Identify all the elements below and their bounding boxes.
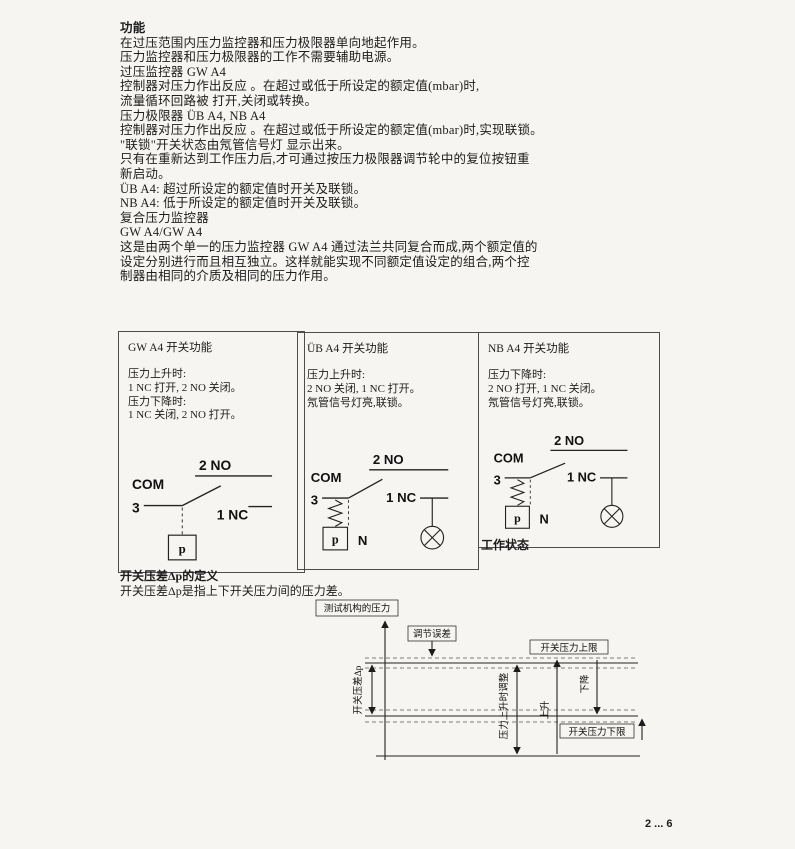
box-title: GW A4 开关功能 (128, 342, 213, 354)
tolerance-label: 调节误差 (413, 628, 451, 640)
text-line: 压力极限器 ÜB A4, NB A4 (120, 108, 266, 123)
text-line: 2 NO 打开, 1 NC 关闭。 (488, 382, 602, 395)
ub-a4-switch-function-box: ÜB A4 开关功能 压力上升时: 2 NO 关闭, 1 NC 打开。 氖管信号… (297, 332, 479, 570)
text-line: 氖管信号灯亮,联锁。 (307, 396, 409, 409)
text-line: 2 NO 关闭, 1 NC 打开。 (307, 382, 421, 395)
hysteresis-arrows: 上升 下降 (540, 659, 601, 754)
text-line: 控制器对压力作出反应 。在超过或低于所设定的额定值(mbar)时,实现联锁。 (120, 123, 543, 138)
operating-state-caption: 工作状态 (481, 538, 530, 552)
spring-symbol (509, 479, 526, 506)
box-title: NB A4 开关功能 (488, 343, 570, 355)
text-line: 压力上升时: (307, 369, 366, 381)
spring-symbol (326, 499, 344, 527)
axis-label-box (315, 599, 399, 617)
text-line: 压力下降时: (488, 369, 547, 381)
pressure-axis: 测试机构的压力 (315, 599, 640, 760)
upper-limit-label-box (529, 639, 609, 655)
text-line: 压力上升时: (128, 368, 187, 380)
box-title: ÜB A4 开关功能 (307, 343, 389, 355)
adjust-label: 压力上升时调整 (498, 672, 510, 739)
text-line: 新启动。 (120, 166, 171, 181)
page-number: 2 ... 6 (645, 818, 673, 830)
dp-label: 开关压差Δp (352, 665, 364, 714)
com-label: COM (494, 450, 524, 465)
upper-limit-label: 开关压力上限 (540, 642, 598, 654)
text-line: 过压监控器 GW A4 (120, 64, 227, 79)
switching-differential-diagram: 测试机构的压力 调节误差 开关压力上限 开关压力下限 (315, 599, 646, 760)
com-label: COM (311, 470, 342, 485)
lamp-cross-line (423, 529, 441, 547)
text-line: 设定分别进行而且相互独立。这样就能实现不同额定值设定的组合,两个控 (120, 254, 530, 269)
switch-lever (348, 478, 383, 499)
text-line: NB A4: 低于所设定的额定值时开关及联锁。 (120, 196, 367, 211)
ub-a4-circuit-diagram: 2 NO COM 3 1 NC p N (311, 452, 449, 551)
text-line: 1 NC 关闭, 2 NO 打开。 (128, 409, 242, 422)
neon-lamp-icon (420, 525, 445, 550)
gw-a4-switch-function-box: GW A4 开关功能 压力上升时: 1 NC 打开, 2 NO 关闭。 压力下降… (118, 331, 305, 573)
lower-limit-label: 开关压力下限 (568, 726, 626, 738)
no-contact-label: 2 NO (554, 433, 584, 448)
nc-contact-label: 1 NC (386, 490, 416, 505)
terminal-3-label: 3 (311, 493, 318, 508)
differential-section-title: 开关压差Δp的定义 (120, 569, 219, 583)
text-line: 氖管信号灯亮,联锁。 (488, 396, 590, 409)
terminal-3-label: 3 (494, 472, 501, 487)
text-line: "联锁"开关状态由氖管信号灯 显示出来。 (120, 137, 350, 152)
pressure-sensor-box (504, 505, 530, 529)
pressure-label: p (514, 511, 521, 525)
switch-lever (181, 485, 222, 507)
pressure-label: p (332, 532, 339, 546)
upper-switching-band: 开关压力上限 (365, 639, 638, 669)
pressure-sensor-box (322, 526, 349, 551)
box-description: 压力下降时: 2 NO 打开, 1 NC 关闭。 氖管信号灯亮,联锁。 (488, 369, 650, 410)
switching-differential-arrow: 开关压差Δp (352, 664, 376, 715)
terminal-3-label: 3 (132, 499, 140, 515)
neutral-label: N (539, 512, 548, 527)
text-line: 只有在重新达到工作压力后,才可通过按压力极限器调节轮中的复位按钮重 (120, 152, 530, 167)
function-description: 功能 在过压范围内压力监控器和压力极限器单向地起作用。 压力监控器和压力极限器的… (120, 21, 690, 284)
nc-contact-label: 1 NC (217, 506, 248, 522)
falling-label: 下降 (579, 674, 591, 694)
text-line: 压力监控器和压力极限器的工作不需要辅助电源。 (120, 50, 400, 65)
text-line: 压力下降时: (128, 395, 187, 408)
pressure-label: p (179, 542, 186, 556)
axis-label: 测试机构的压力 (324, 603, 391, 615)
nb-a4-circuit-diagram: 2 NO COM 3 1 NC p N (494, 433, 628, 529)
text-line: 在过压范围内压力监控器和压力极限器单向地起作用。 (120, 35, 425, 50)
text-line: 流量循环回路被 打开,关闭或转换。 (120, 93, 318, 108)
text-line: 复合压力监控器 (120, 210, 209, 225)
lower-limit-label-box (559, 723, 635, 739)
box-description: 压力上升时: 1 NC 打开, 2 NO 关闭。 压力下降时: 1 NC 关闭,… (128, 368, 295, 423)
text-line: 制器由相同的介质及相同的压力作用。 (120, 269, 336, 284)
lower-switching-band: 开关压力下限 (365, 709, 646, 740)
lamp-cross-line (603, 508, 621, 525)
pressure-sensor-box (167, 534, 197, 561)
adjustment-arrow: 压力上升时调整 (498, 664, 521, 755)
neon-lamp-icon (600, 504, 624, 528)
text-line: 这是由两个单一的压力监控器 GW A4 通过法兰共同复合而成,两个额定值的 (120, 239, 538, 254)
nc-contact-label: 1 NC (567, 470, 596, 485)
rising-label: 上升 (540, 700, 551, 720)
text-line: ÜB A4: 超过所设定的额定值时开关及联锁。 (120, 181, 367, 196)
switch-lever (530, 462, 566, 479)
text-line: 1 NC 打开, 2 NO 关闭。 (128, 381, 242, 394)
com-label: COM (132, 476, 164, 492)
nb-a4-switch-function-box: NB A4 开关功能 压力下降时: 2 NO 打开, 1 NC 关闭。 氖管信号… (478, 332, 660, 548)
no-contact-label: 2 NO (199, 457, 231, 473)
text-line: 控制器对压力作出反应 。在超过或低于所设定的额定值(mbar)时, (120, 79, 480, 94)
section-title: 功能 (120, 21, 146, 35)
differential-section-subtitle: 开关压差Δp是指上下开关压力间的压力差。 (120, 584, 350, 598)
no-contact-label: 2 NO (373, 452, 404, 467)
box-description: 压力上升时: 2 NO 关闭, 1 NC 打开。 氖管信号灯亮,联锁。 (307, 369, 469, 410)
text-line: GW A4/GW A4 (120, 225, 203, 240)
gw-a4-circuit-diagram: 2 NO COM 3 1 NC p (132, 457, 273, 561)
neutral-label: N (358, 533, 368, 548)
tolerance-callout: 调节误差 (407, 625, 457, 657)
